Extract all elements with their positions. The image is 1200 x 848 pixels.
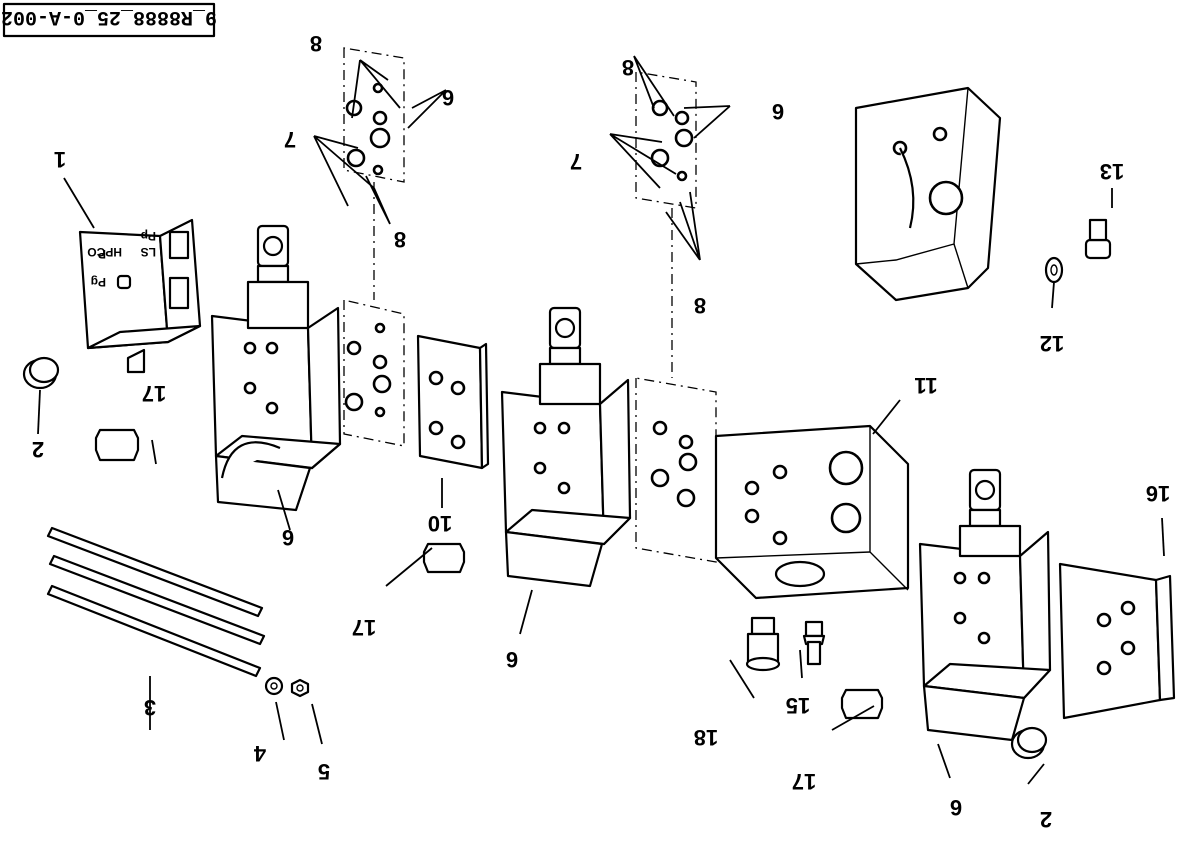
- callout-15: 15: [786, 693, 810, 718]
- key-17-middle: [422, 542, 466, 574]
- seal-plate-right-bottom: [635, 377, 717, 563]
- callout-8-right-top: 8: [622, 55, 634, 80]
- callout-18: 18: [694, 725, 718, 750]
- callout-1: 1: [54, 147, 66, 172]
- mounting-bracket: [854, 86, 1002, 302]
- callout-17-right: 17: [792, 769, 816, 794]
- callout-4: 4: [253, 741, 266, 766]
- reference-number: 9_R8888_25_0-A-002: [1, 5, 217, 28]
- callout-2-right: 2: [1040, 807, 1052, 832]
- key-17-right: [840, 688, 884, 720]
- callout-9-right: 6: [950, 795, 962, 820]
- key-17-left: [94, 428, 140, 462]
- callout-6-left: 6: [442, 85, 454, 110]
- marking-ls: LS: [141, 245, 156, 259]
- inlet-cover: P Pg HPCO LS Pp: [78, 218, 202, 374]
- plug-right: [1010, 726, 1048, 760]
- callout-7-right: 7: [570, 149, 582, 174]
- washer-12: [1044, 256, 1064, 284]
- callout-6-right: 6: [772, 99, 784, 124]
- callout-17-left: 17: [142, 381, 166, 406]
- callout-10: 10: [428, 511, 452, 536]
- washer: [264, 676, 284, 696]
- reference-stamp: 9_R8888_25_0-A-002: [1, 2, 217, 38]
- callout-8-left-bottom: 8: [394, 227, 406, 252]
- callout-2-left: 2: [32, 437, 44, 462]
- leader-lines: [37, 55, 1165, 785]
- marking-hpco: HPCO: [87, 245, 122, 259]
- cartridge-15: [802, 620, 826, 666]
- marking-pp: Pp: [141, 229, 156, 243]
- callout-16: 16: [1146, 481, 1170, 506]
- section-valve-middle: [500, 306, 632, 588]
- callout-13: 13: [1100, 159, 1124, 184]
- callout-7-left: 7: [284, 127, 296, 152]
- section-valve-right: [918, 468, 1052, 742]
- callout-8-right-bottom: 8: [694, 293, 706, 318]
- callout-9-left: 6: [282, 525, 294, 550]
- callout-11: 11: [914, 373, 937, 398]
- callout-numbers: 1 2 2 3 4 5 6 6 6 6 6 7 7 8 8 8 8 10 11 …: [32, 31, 1170, 832]
- callout-17-middle: 17: [352, 615, 376, 640]
- callout-12: 12: [1040, 331, 1064, 356]
- marking-pg: Pg: [91, 275, 106, 289]
- seal-plate-left-bottom: [343, 299, 405, 447]
- section-valve-left: [210, 224, 342, 512]
- screw: [1084, 218, 1112, 260]
- intermediate-plate: [416, 334, 490, 470]
- marking-p: P: [98, 247, 106, 261]
- tie-rods: [46, 526, 266, 678]
- callout-9-middle: 6: [506, 647, 518, 672]
- nut: [290, 678, 310, 698]
- rotated-drawing: 9_R8888_25_0-A-002 P Pg HPCO LS Pp: [1, 2, 1176, 832]
- plug-left: [22, 356, 60, 390]
- end-cover: [1058, 562, 1176, 720]
- seal-plate-right-top: [635, 71, 697, 209]
- cartridge-18: [745, 616, 781, 672]
- callout-8-left-top: 8: [310, 31, 322, 56]
- mid-inlet-block: [714, 424, 910, 600]
- callout-3: 3: [144, 695, 156, 720]
- callout-5: 5: [318, 759, 330, 784]
